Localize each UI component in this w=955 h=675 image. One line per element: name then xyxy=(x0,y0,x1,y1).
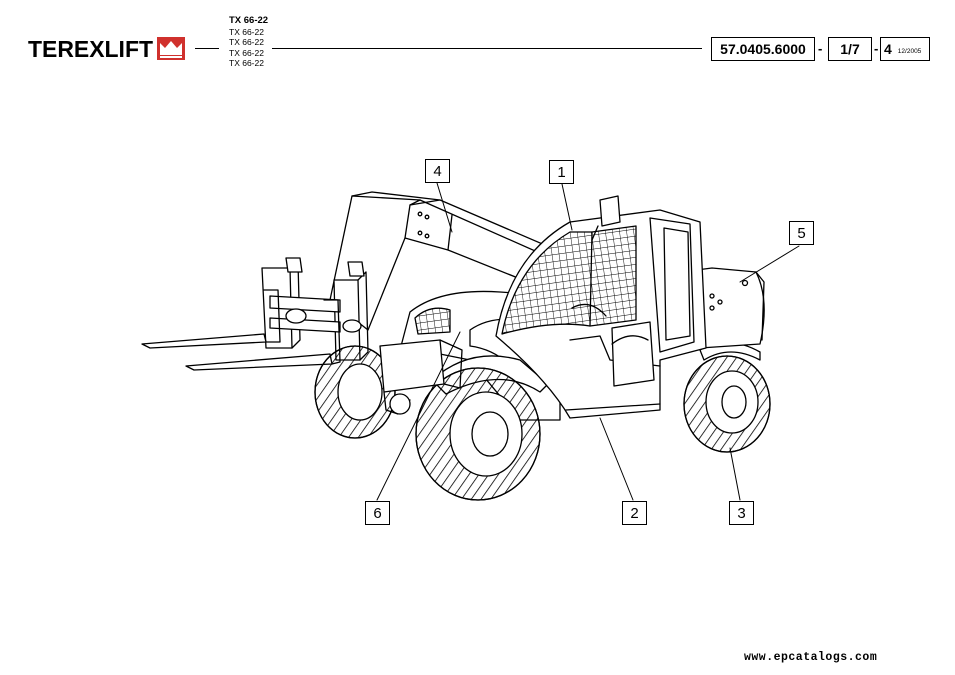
cab xyxy=(495,195,707,419)
revision-date: 12/2005 xyxy=(897,47,922,55)
model-variant: TX 66-22 xyxy=(229,37,264,47)
front-wheel xyxy=(415,367,541,501)
callout-4[interactable]: 4 xyxy=(425,159,450,183)
callout-5[interactable]: 5 xyxy=(789,221,814,245)
model-list: TX 66-22 TX 66-22 TX 66-22 TX 66-22 TX 6… xyxy=(229,15,269,69)
model-variant: TX 66-22 xyxy=(229,26,264,37)
fork-carriage xyxy=(141,257,369,371)
leader-lines xyxy=(376,182,800,501)
rear-wheel xyxy=(683,341,771,453)
callout-3[interactable]: 3 xyxy=(729,501,754,525)
callout-6[interactable]: 6 xyxy=(365,501,390,525)
front-bumper xyxy=(379,339,463,415)
callout-1[interactable]: 1 xyxy=(549,160,574,184)
website-link[interactable]: www.epcatalogs.com xyxy=(744,651,878,664)
revision-number: 4 xyxy=(884,41,892,57)
brand-wordmark: TEREXLIFT xyxy=(28,36,153,62)
separator: - xyxy=(874,41,879,56)
model-main: TX 66-22 xyxy=(229,15,269,26)
part-number: 57.0405.6000 xyxy=(711,37,815,61)
sheet-number: 1/7 xyxy=(828,37,872,61)
rear-left-wheel xyxy=(314,345,396,439)
revision-box: 4 12/2005 xyxy=(880,37,930,61)
header-rule-left xyxy=(195,48,219,49)
header-rule-main xyxy=(272,48,702,49)
brand-logo: TEREXLIFT xyxy=(28,36,186,62)
model-variant: TX 66-22 xyxy=(229,47,264,58)
model-variant: TX 66-22 xyxy=(229,58,264,68)
terex-crown-logo-icon xyxy=(157,37,185,60)
callout-2[interactable]: 2 xyxy=(622,501,647,525)
separator: - xyxy=(818,41,823,56)
